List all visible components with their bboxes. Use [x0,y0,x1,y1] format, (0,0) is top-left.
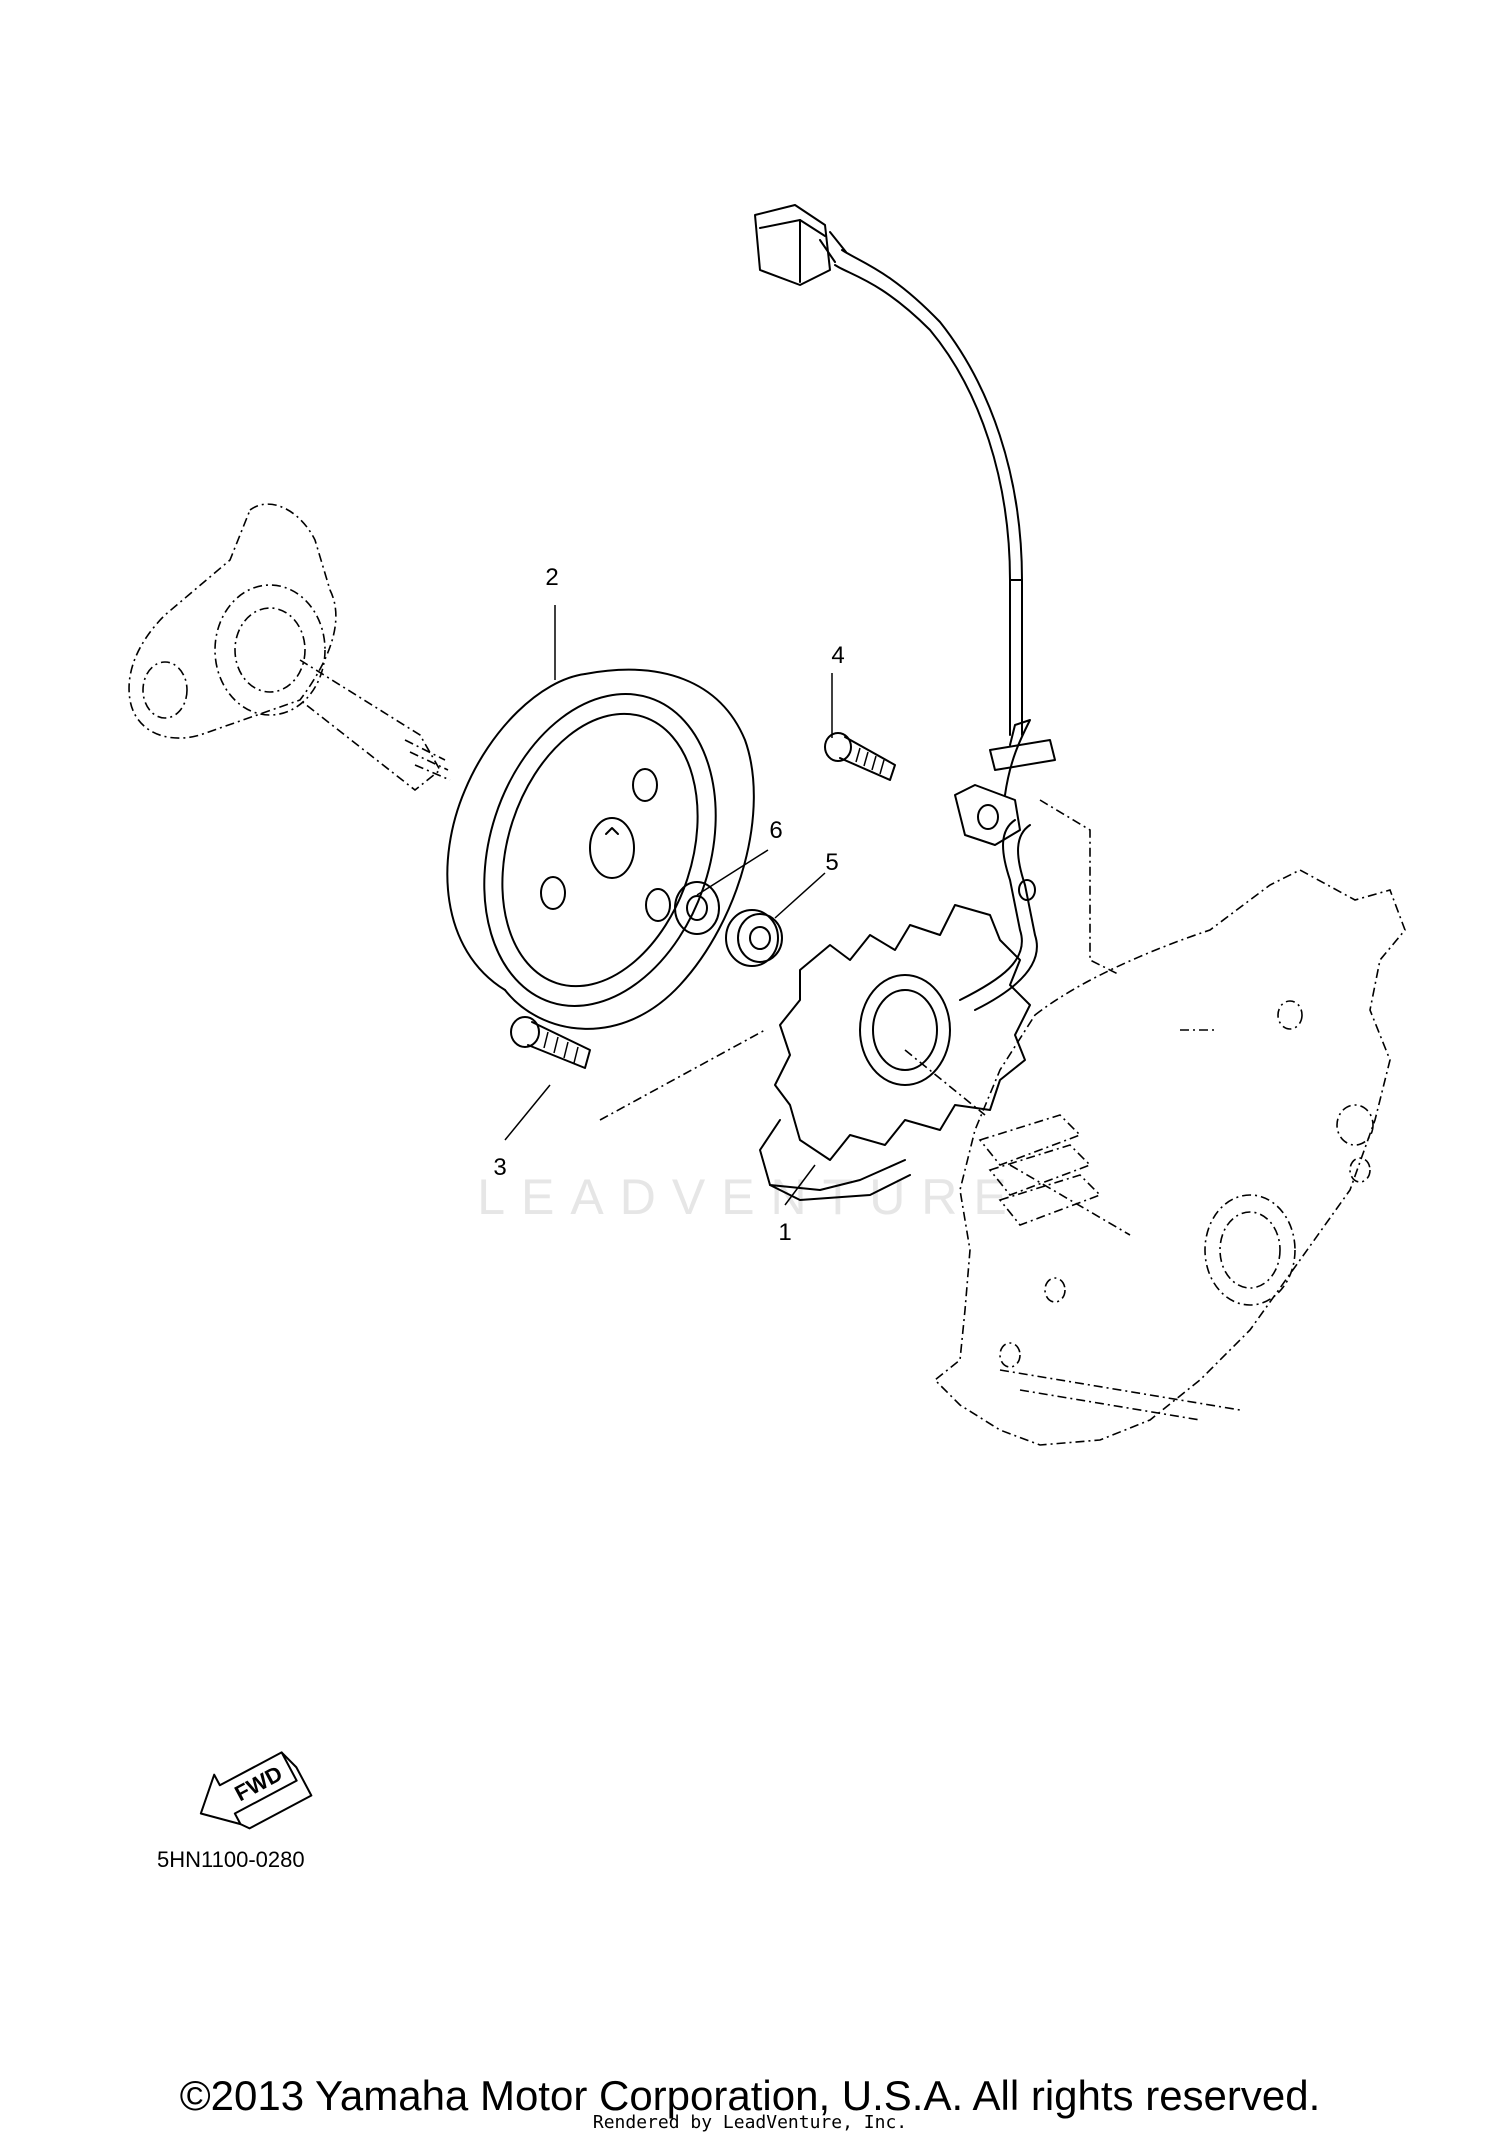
leader-lines [504,605,1215,1236]
callout-3: 3 [493,1154,506,1181]
callout-6: 6 [769,817,782,844]
stator-assembly [759,819,1038,1201]
leadventure-watermark: LEADVENTURE [477,1169,1023,1225]
pickup-coil [954,784,1036,901]
stator-bolt [510,1016,591,1069]
pickup-bolt [824,732,896,781]
fwd-label: FWD [230,1761,286,1807]
crankshaft-phantom [128,503,451,792]
callout-4: 4 [831,642,844,669]
rendered-by-notice: Rendered by LeadVenture, Inc. [592,2112,908,2133]
diagram-code: 5HN1100-0280 [157,1847,305,1872]
fwd-arrow-icon: FWD [199,1751,313,1830]
washer [674,881,720,935]
callout-5: 5 [825,849,838,876]
callout-2: 2 [545,564,558,591]
callout-1: 1 [778,1219,791,1246]
crankcase-phantom [933,869,1406,1446]
wire-harness [754,204,1056,796]
nut [725,909,783,967]
flywheel-rotor [446,668,755,1030]
copyright-notice: ©2013 Yamaha Motor Corporation, U.S.A. A… [179,2072,1321,2119]
